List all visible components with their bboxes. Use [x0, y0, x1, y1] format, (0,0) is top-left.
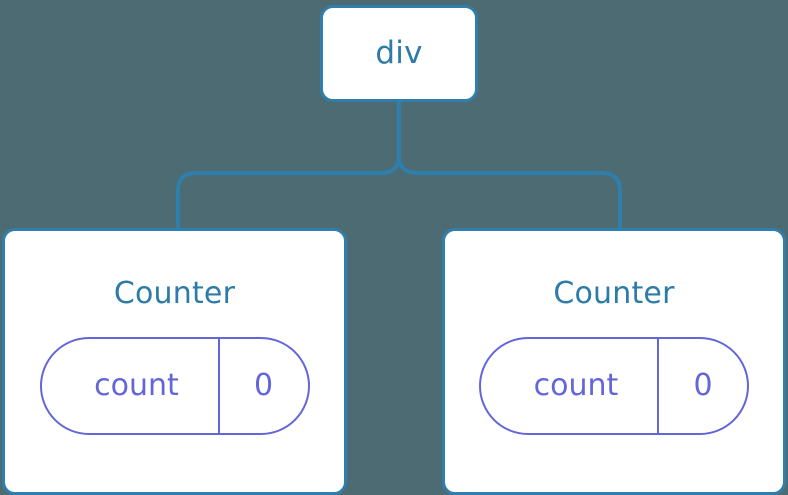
state-key-label: count [533, 368, 619, 403]
connector-branch-right [397, 154, 622, 230]
state-pill[interactable]: count 0 [39, 337, 310, 435]
state-value-label: 0 [217, 339, 308, 433]
component-node-counter-right[interactable]: Counter count 0 [442, 228, 786, 495]
root-node-label: div [375, 35, 423, 71]
state-pill[interactable]: count 0 [479, 337, 749, 435]
state-value-label: 0 [657, 339, 747, 433]
component-title: Counter [553, 276, 675, 311]
root-node-div[interactable]: div [320, 5, 478, 102]
state-key-label: count [94, 368, 179, 403]
component-node-counter-left[interactable]: Counter count 0 [2, 228, 347, 495]
connector-branch-left [176, 154, 401, 230]
component-title: Counter [113, 276, 236, 311]
